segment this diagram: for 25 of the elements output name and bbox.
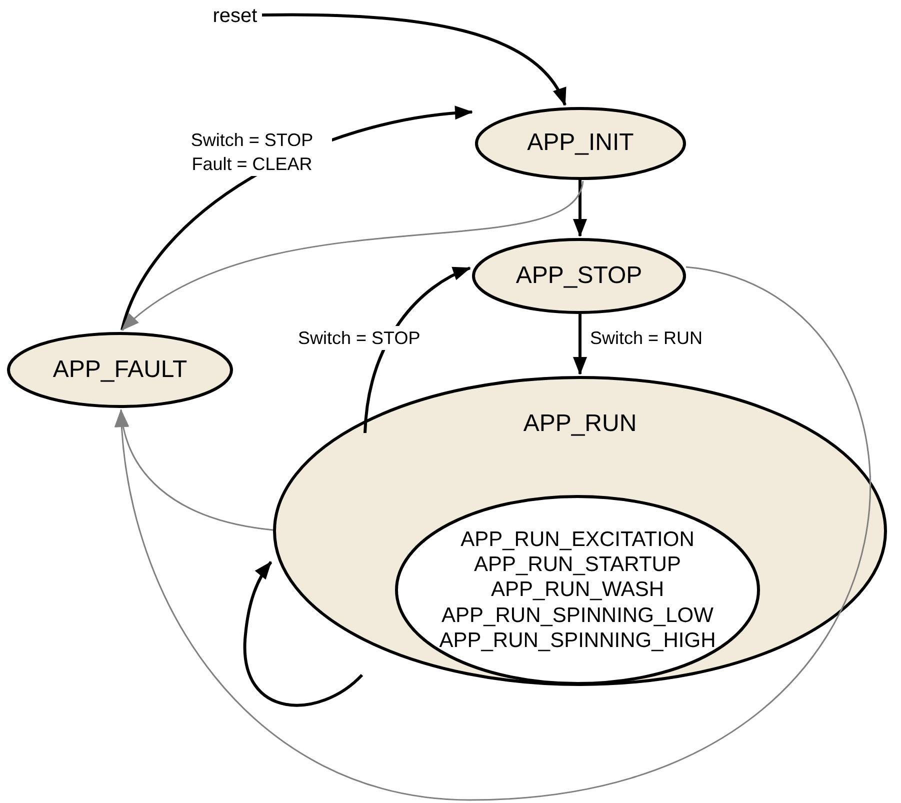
transition-arrow [116,409,274,531]
state-ellipse [475,107,686,180]
state-label: APP_RUN_SPINNING_HIGH [439,628,716,653]
state-label: APP_STOP [516,262,642,290]
state-label: APP_RUN_EXCITATION [460,526,694,552]
state-ellipse [472,238,686,314]
transition-arrow [115,266,871,801]
transition-arrow [244,561,364,707]
transition-arrow [573,180,587,237]
state-ellipse [395,495,760,685]
transition-arrow [120,106,473,330]
signal-label: reset [212,4,258,28]
transition-arrow [262,13,566,106]
state-ellipse [273,376,887,686]
state-label: APP_RUN_STARTUP [474,552,681,578]
transition-arrow [364,266,471,434]
state-label: APP_FAULT [52,356,188,384]
transition-arrow [573,314,587,375]
edge-label: Switch = STOP [298,326,420,350]
state-label: APP_RUN_WASH [490,577,664,603]
transition-arrow [121,180,584,331]
state-label: APP_RUN [523,410,637,439]
state-label: APP_INIT [527,129,634,158]
state-ellipse [7,332,233,408]
state-label: APP_RUN_SPINNING_LOW [442,602,714,628]
